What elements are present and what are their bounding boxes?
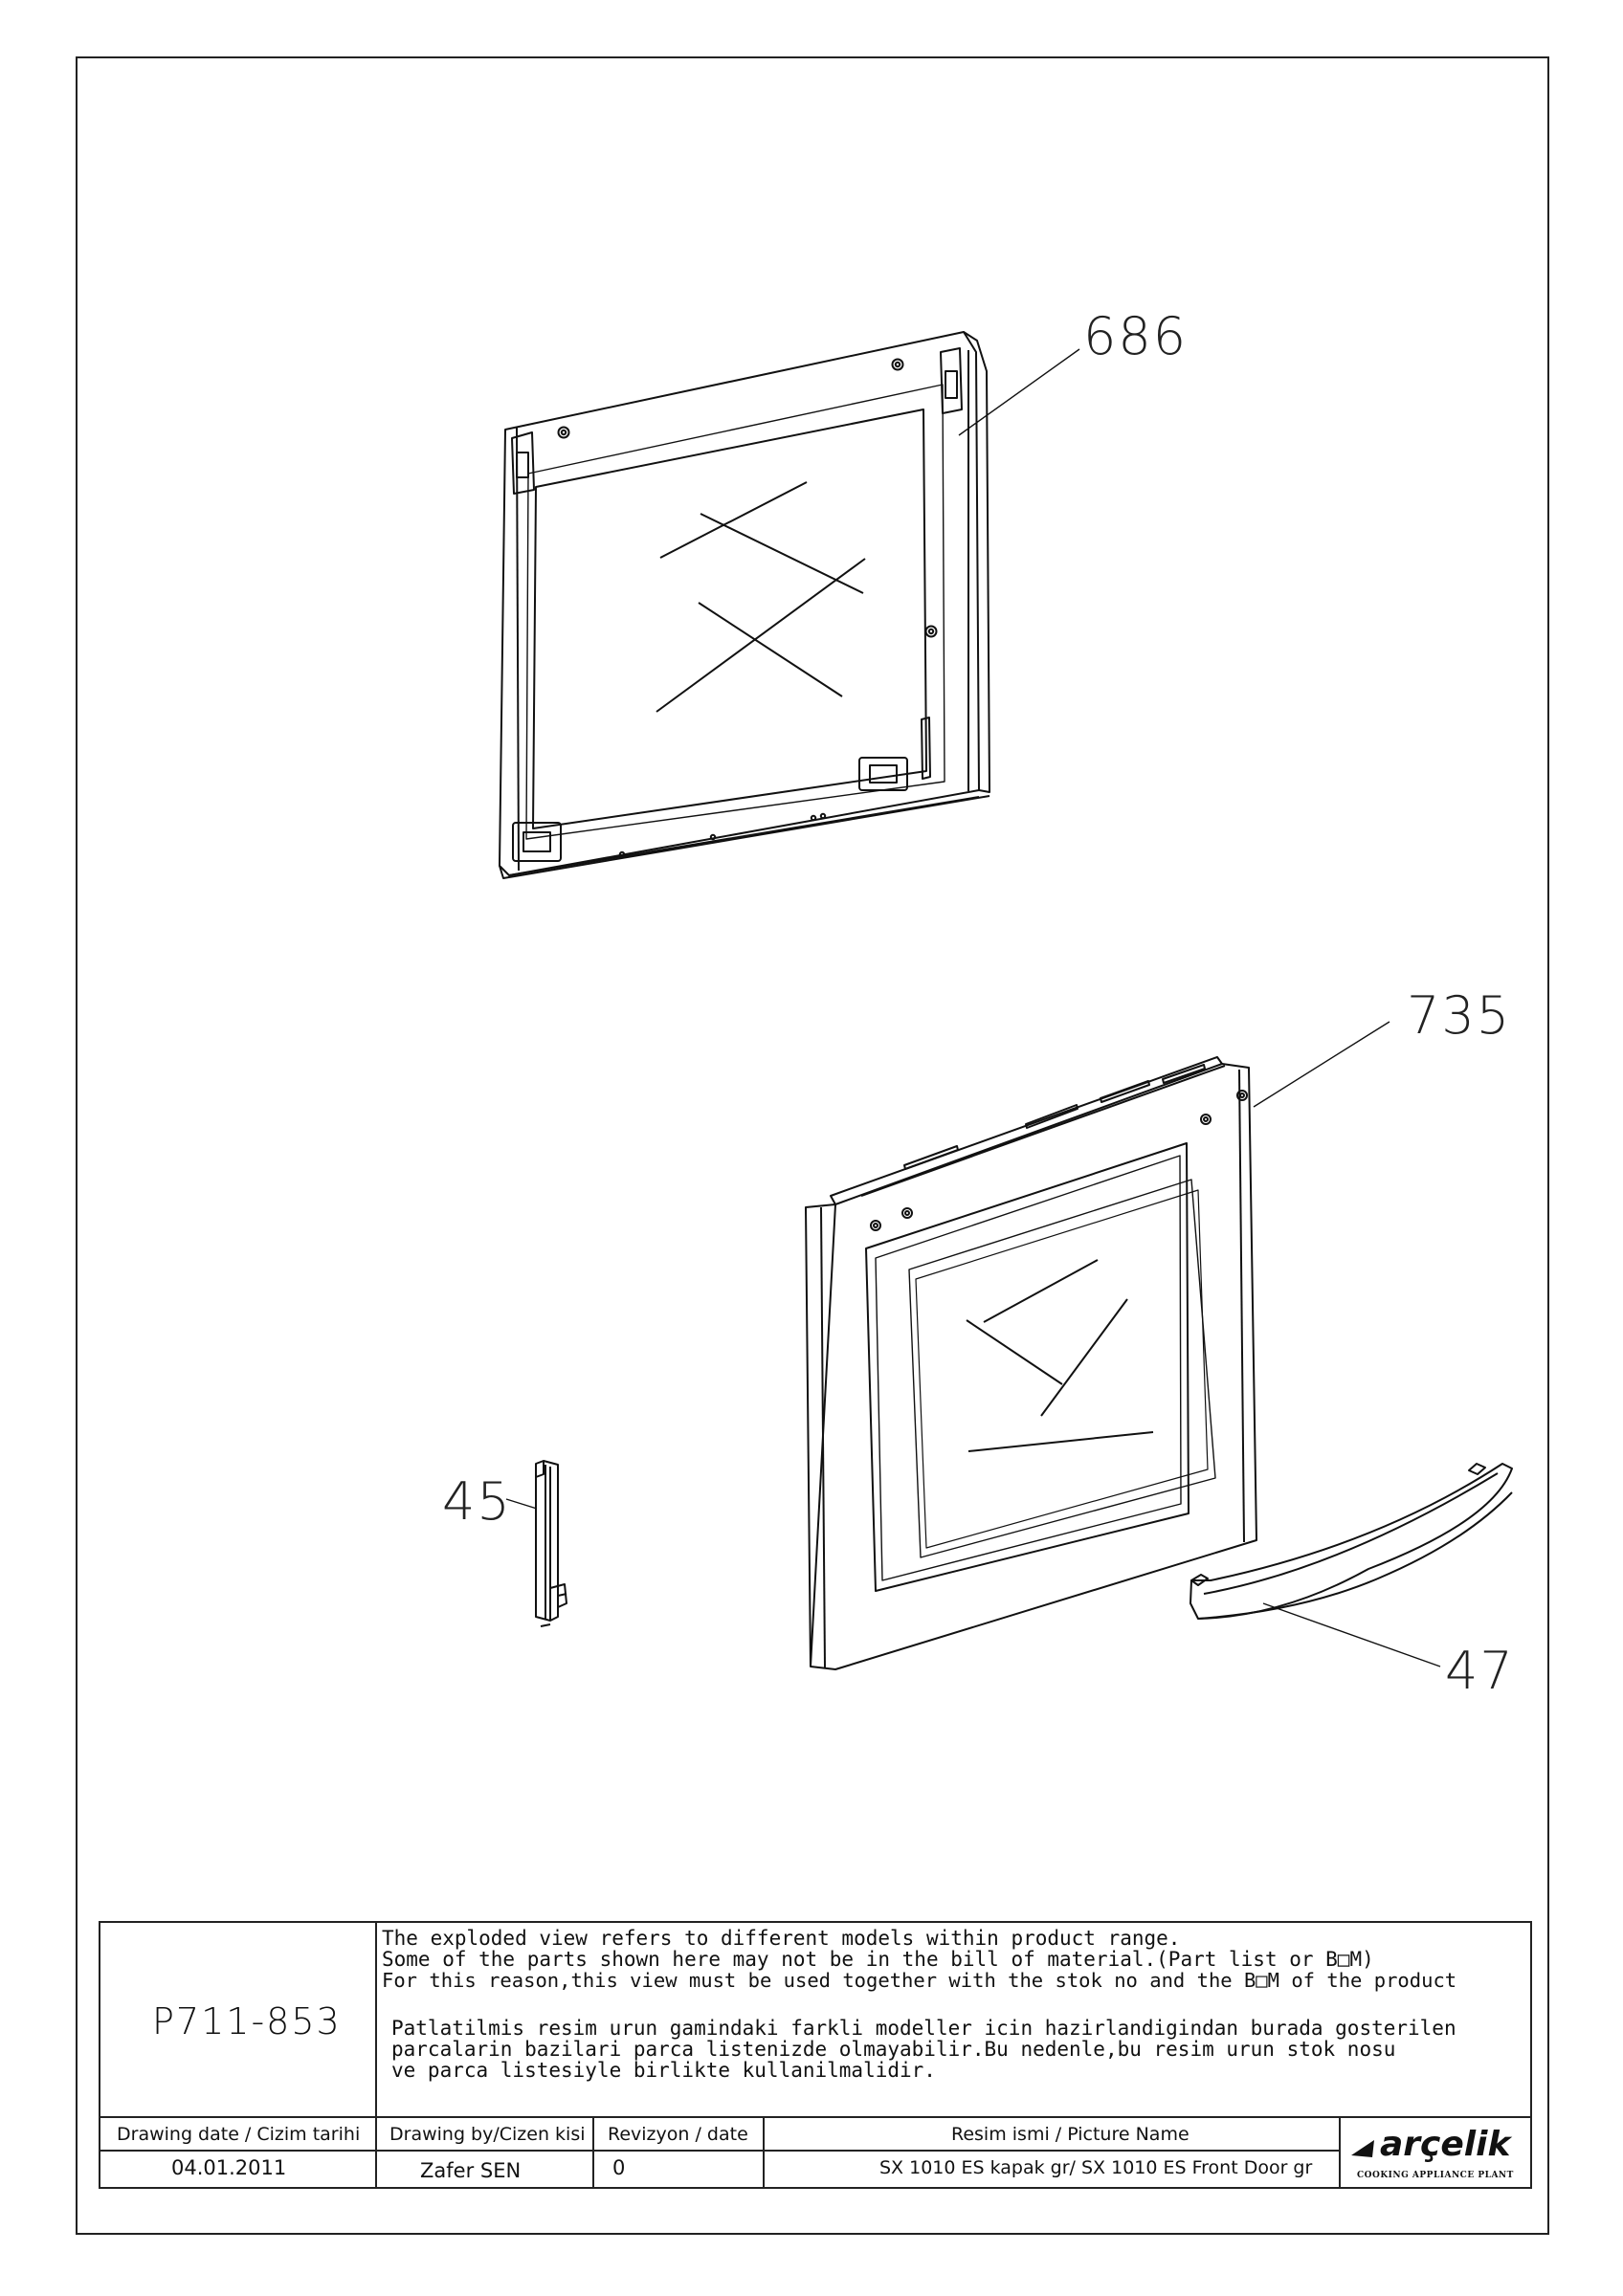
callout-47: 47 [1445,1641,1515,1701]
arcelik-logo: arçelik COOKING APPLIANCE PLANT [1344,2119,1531,2188]
leader-686 [958,348,1080,436]
logo-subtitle: COOKING APPLIANCE PLANT [1357,2171,1514,2180]
value-drawing-date: 04.01.2011 [171,2156,287,2179]
part-47-door-handle [1189,1463,1513,1620]
sheet-border [76,56,1549,2235]
callout-735: 735 [1407,985,1512,1046]
note-tr-line-1: Patlatilmis resim urun gamindaki farkli … [391,2017,1456,2040]
note-en-line-2: Some of the parts shown here may not be … [382,1948,1374,1971]
header-drawing-by: Drawing by/Cizen kisi [389,2124,586,2145]
header-picture-name: Resim ismi / Picture Name [951,2124,1189,2145]
value-picture-name: SX 1010 ES kapak gr/ SX 1010 ES Front Do… [879,2157,1313,2178]
note-tr-line-3: ve parca listesiyle birlikte kullanilmal… [391,2059,936,2082]
note-en-line-1: The exploded view refers to different mo… [382,1927,1181,1950]
logo-swoosh-icon [1351,2140,1374,2157]
logo-brand: arçelik [1380,2125,1511,2164]
title-block-grid [99,1921,1532,2189]
leader-45 [505,1498,538,1510]
callout-686: 686 [1083,306,1189,366]
callout-45: 45 [442,1471,512,1532]
value-drawing-by: Zafer SEN [420,2159,522,2182]
part-735-front-door [805,1056,1257,1670]
leader-735 [1253,1021,1390,1108]
drawing-number: P711-853 [152,2000,342,2042]
part-45-side-profile [535,1460,567,1627]
header-drawing-date: Drawing date / Cizim tarihi [117,2124,361,2145]
value-revision: 0 [612,2156,626,2179]
part-686-inner-door-frame [499,331,990,879]
note-en-line-3: For this reason,this view must be used t… [382,1969,1457,1992]
note-tr-line-2: parcalarin bazilari parca listenizde olm… [391,2038,1396,2061]
title-block: P711-853 The exploded view refers to dif… [100,1922,1531,2188]
leader-47 [1262,1602,1441,1667]
header-revision: Revizyon / date [608,2124,748,2145]
